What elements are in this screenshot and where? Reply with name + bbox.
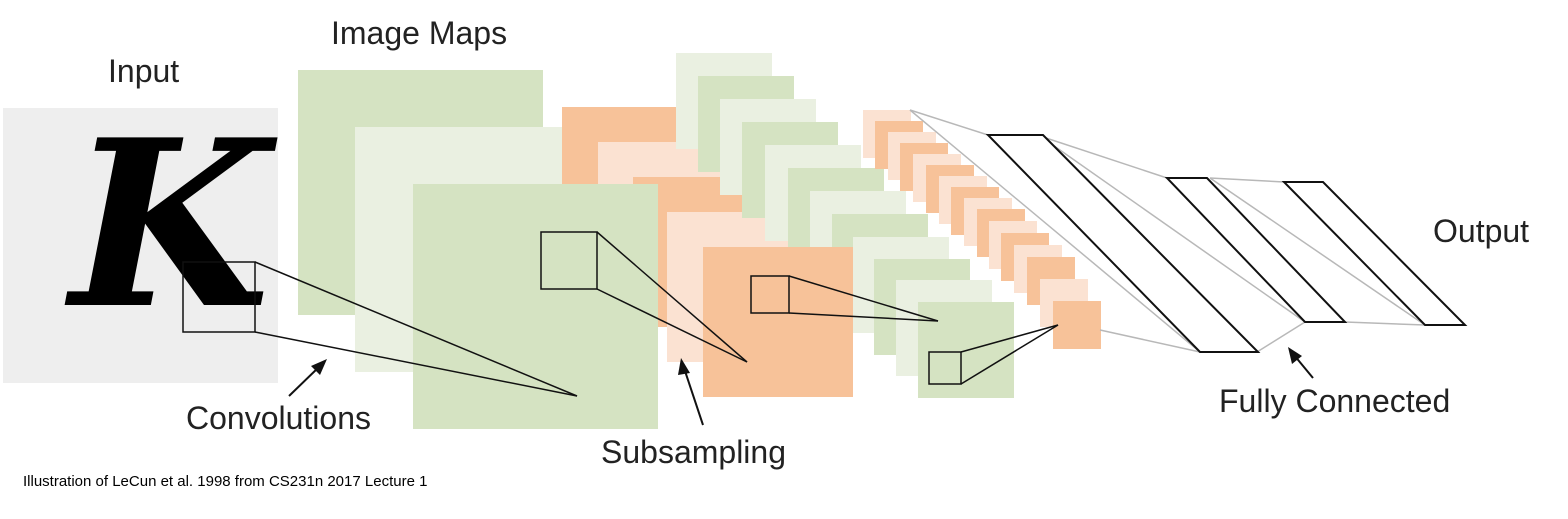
conv1-map-front xyxy=(413,184,658,429)
input-image xyxy=(3,108,278,383)
input-letter-k: K xyxy=(64,90,278,360)
fc-layer-f6 xyxy=(1164,177,1348,323)
source-caption: Illustration of LeCun et al. 1998 from C… xyxy=(23,473,427,490)
fc-connection-lines xyxy=(909,109,1426,353)
label-output: Output xyxy=(1433,213,1529,249)
label-input: Input xyxy=(108,53,179,89)
fc-layer-c5 xyxy=(985,134,1261,353)
label-convolutions: Convolutions xyxy=(186,400,371,436)
receptive-field-projections xyxy=(182,231,1059,397)
subsample2-map-stack xyxy=(863,110,1101,349)
label-image-maps: Image Maps xyxy=(331,15,507,51)
label-subsampling: Subsampling xyxy=(601,434,786,470)
label-arrows xyxy=(288,347,1314,426)
subsample1-map-front xyxy=(703,247,853,397)
label-fully-connected: Fully Connected xyxy=(1219,383,1450,419)
fc-layer-output xyxy=(1281,181,1468,326)
